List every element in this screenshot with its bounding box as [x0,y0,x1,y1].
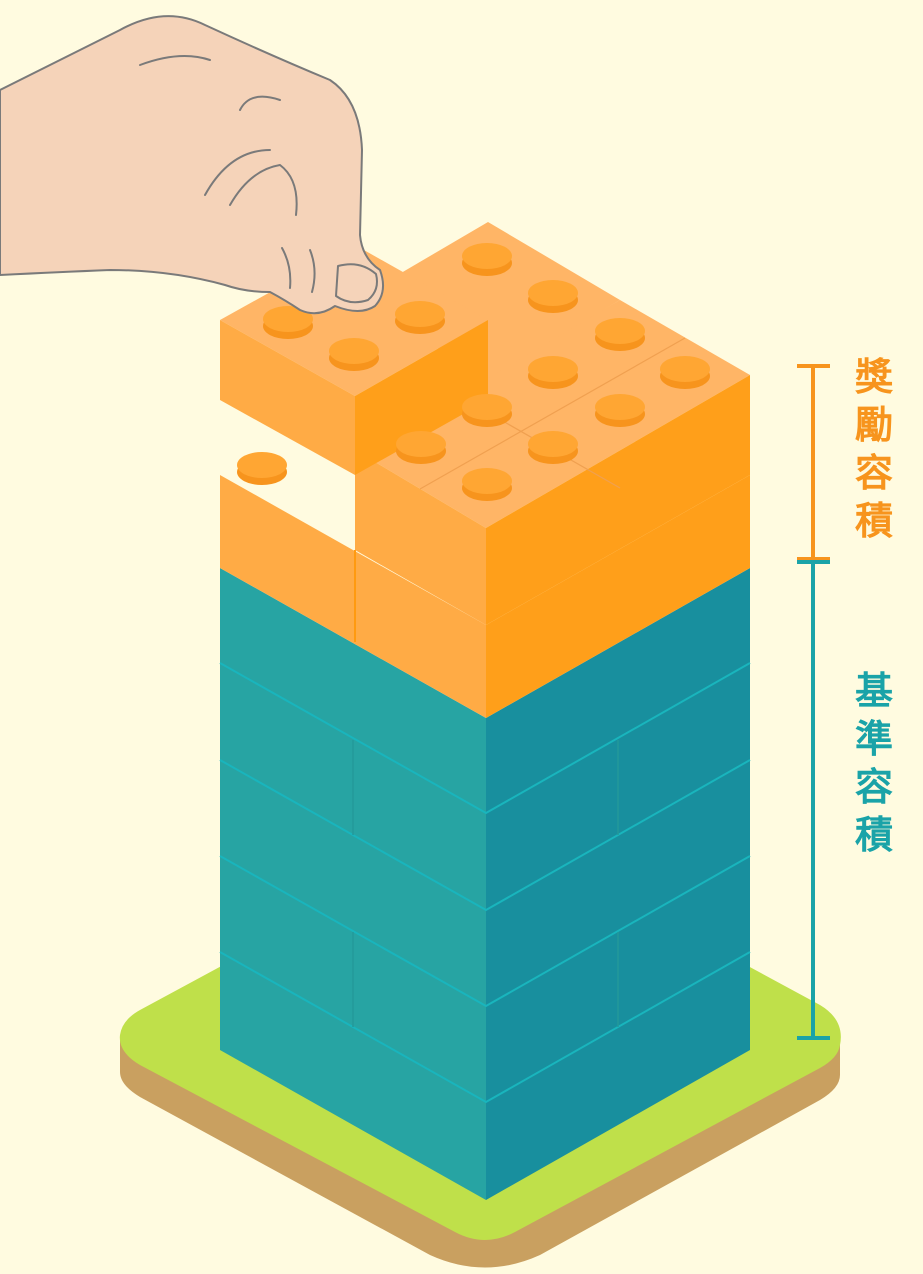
hand-icon [0,15,385,315]
knuckle-line [204,149,271,196]
brick-seam [219,662,751,815]
bonus-volume-label: 獎勵容積 [854,355,893,543]
toy-brick-icon [462,394,512,427]
base-bracket [797,560,830,1040]
held-brick-right-face [355,320,488,475]
bonus-lower-right-face [486,475,750,718]
brick-seams [219,662,751,1104]
brick-seam [419,337,686,490]
hand-shape [0,15,385,315]
base-volume-stack [219,568,751,1200]
knuckle-line [309,249,316,293]
held-brick-left-face [220,320,355,475]
toy-brick-icon [396,431,446,464]
bonus-bracket [797,364,830,561]
base-volume-left-face [220,568,486,1200]
brick-seam [219,759,751,912]
bonus-back-top-face [355,222,620,378]
knuckle-line [229,164,298,216]
held-brick-top-face [220,245,488,396]
toy-brick-icon [395,301,445,334]
knuckle-line [139,55,211,66]
bonus-volume-stack [220,222,750,718]
base-volume-right-face [486,568,750,1200]
toy-brick-icon [528,431,578,464]
toy-brick-icon [329,338,379,371]
brick-seam [219,855,751,1008]
bonus-lower-left-face [220,475,486,718]
toy-brick-icon [528,280,578,313]
knuckle-line [239,95,281,111]
toy-brick-icon [462,243,512,276]
toy-brick-icon [595,318,645,351]
base-volume-label: 基準容積 [854,669,893,857]
toy-brick-icon [462,468,512,501]
toy-brick-icon [263,306,313,339]
toy-brick-icon [237,452,287,485]
knuckle-line [281,247,292,289]
brick-studs [237,243,710,501]
brick-vertical-seams [352,740,619,1027]
toy-brick-icon [595,394,645,427]
finger-nail [335,263,378,304]
toy-brick-icon [660,356,710,389]
bonus-upper-left-face [355,450,486,625]
bonus-upper-right-face [486,375,750,625]
toy-brick-icon [528,356,578,389]
brick-seam [219,951,751,1104]
